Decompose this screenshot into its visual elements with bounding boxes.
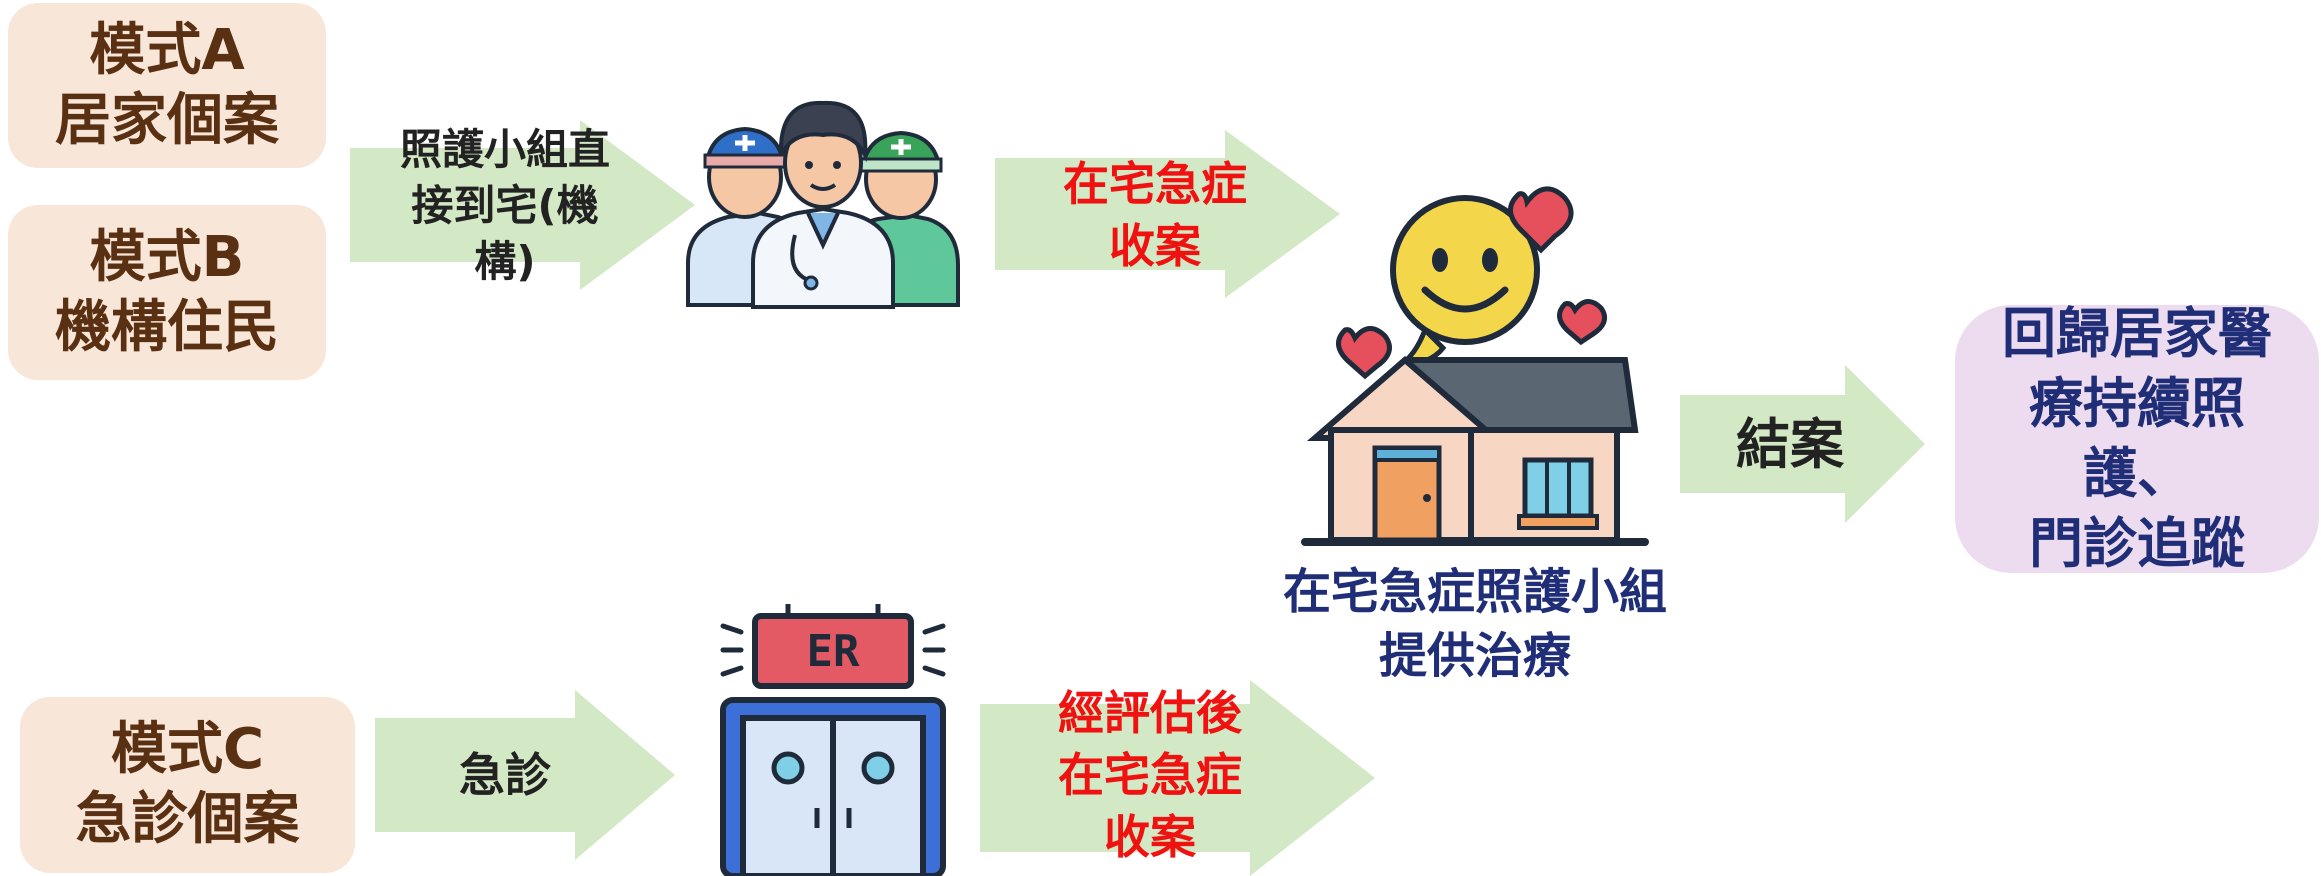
mode-b-box: 模式B 機構住民 [8,205,326,380]
arrow-team-direct [350,120,695,290]
medical-team-icon [686,100,960,309]
arrow-assessed-admit [980,680,1375,876]
emergency-room-icon: ER [720,604,946,876]
arrow-close-case [1680,365,1925,523]
outcome-box: 回歸居家醫 療持續照 護、 門診追蹤 [1955,302,2319,575]
arrow-team-direct-label: 照護小組直 接到宅(機 構) [399,124,610,286]
happy-home-icon [1301,186,1649,546]
mode-c-box: 模式C 急診個案 [20,697,355,873]
mode-a-box: 模式A 居家個案 [8,3,326,168]
er-sign-text: ER [807,626,860,677]
arrow-assessed-admit-label: 經評估後 在宅急症 收案 [1058,686,1242,864]
arrow-close-case-label: 結案 [1736,413,1844,476]
arrow-emergency-label: 急診 [459,748,551,802]
arrow-home-admit-label: 在宅急症 收案 [1063,157,1247,273]
care-team-caption: 在宅急症照護小組 提供治療 [1282,564,1667,684]
arrow-emergency [375,690,675,860]
arrow-home-admit [995,130,1340,298]
